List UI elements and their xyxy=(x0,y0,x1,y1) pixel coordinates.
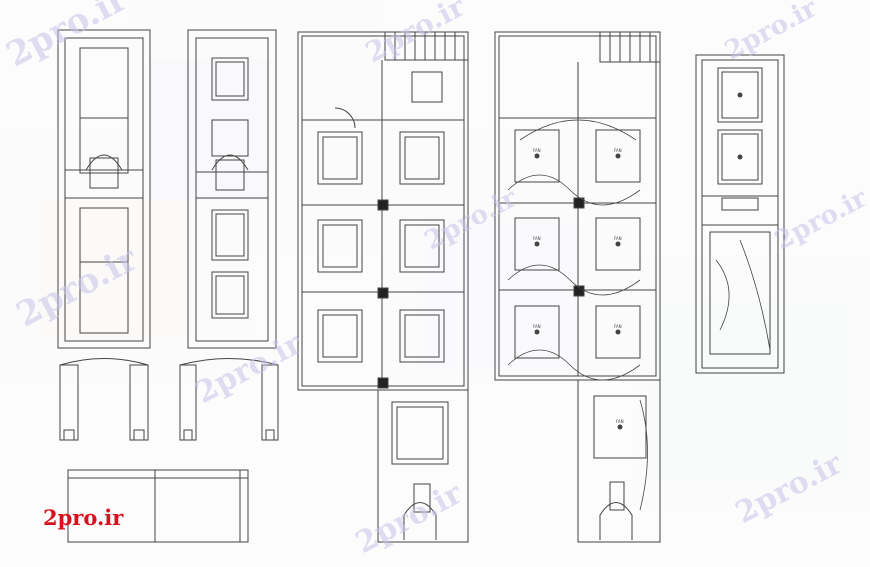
gate-elevation-2 xyxy=(179,358,279,441)
elevation-1 xyxy=(57,29,151,349)
fan-label: FAN xyxy=(533,236,541,241)
elevation-2 xyxy=(187,29,277,349)
right-elevation xyxy=(695,54,785,374)
fan-label: FAN xyxy=(533,324,541,329)
fan-labels: FAN FAN FAN FAN FAN FAN FAN xyxy=(533,148,624,424)
floor-plan xyxy=(297,31,469,543)
boundary-wall-section xyxy=(67,469,249,543)
fan-label: FAN xyxy=(616,419,624,424)
fan-fixtures xyxy=(534,92,743,430)
gate-elevation-1 xyxy=(59,358,149,441)
fan-label: FAN xyxy=(614,148,622,153)
fan-label: FAN xyxy=(614,236,622,241)
fan-label: FAN xyxy=(614,324,622,329)
site-logo: 2pro.ir xyxy=(43,505,124,530)
fan-label: FAN xyxy=(533,148,541,153)
electrical-plan xyxy=(494,31,661,543)
